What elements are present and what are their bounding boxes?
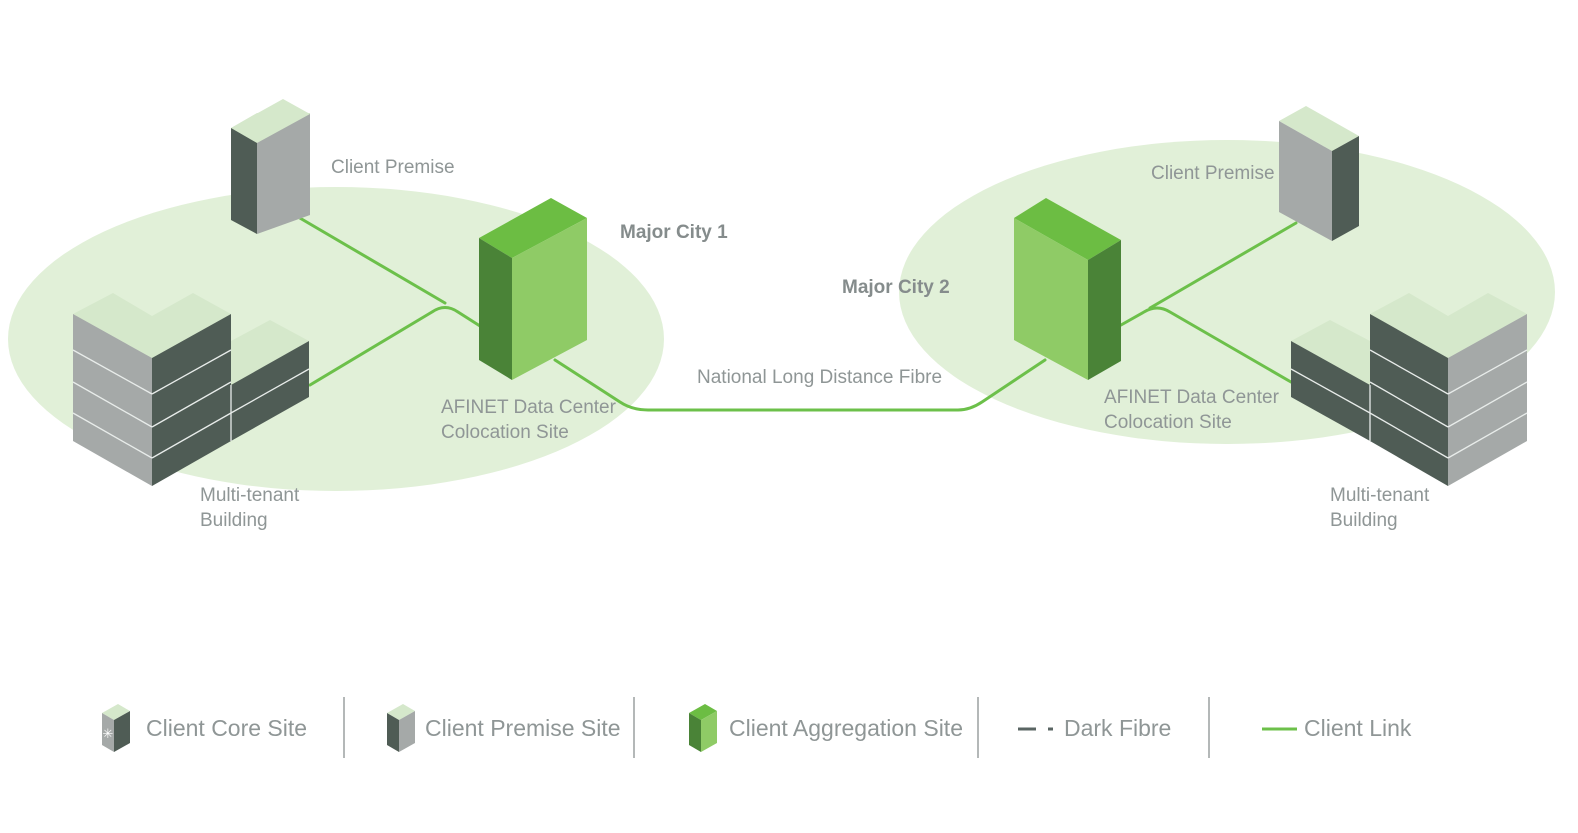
city-2-datacenter-label-line-2: Colocation Site: [1104, 412, 1232, 433]
legend-dark-fibre-label: Dark Fibre: [1064, 715, 1171, 741]
legend-client-core-site-label: Client Core Site: [146, 715, 307, 741]
city-1-datacenter-label-line-2: Colocation Site: [441, 422, 569, 443]
city-1-client-premise-label: Client Premise: [331, 157, 455, 178]
backbone-label: National Long Distance Fibre: [697, 367, 942, 388]
city-2-building-label-line-2: Building: [1330, 510, 1398, 531]
link-premise-2: [1148, 221, 1298, 310]
client-premise-site-1: [231, 99, 310, 234]
city-1-building-label-line-1: Multi-tenant: [200, 485, 300, 506]
legend-client-premise-site-label: Client Premise Site: [425, 715, 621, 741]
legend-client-link-label: Client Link: [1304, 715, 1412, 741]
city-1-name: Major City 1: [620, 222, 728, 243]
multi-tenant-building-1: [72, 293, 310, 486]
city-2-name: Major City 2: [842, 277, 950, 298]
city-1-building-label-line-2: Building: [200, 510, 268, 531]
client-aggregation-site-2: [1014, 198, 1121, 380]
client-links: [291, 212, 1298, 412]
legend: ✳ Client Core Site Client Premise Site C…: [102, 697, 1412, 758]
client-premise-site-2: [1279, 106, 1359, 241]
client-premise-site-icon: [387, 704, 415, 752]
svg-text:✳: ✳: [103, 726, 114, 741]
link-building-1: [308, 306, 482, 387]
city-1-datacenter-label-line-1: AFINET Data Center: [441, 397, 617, 418]
link-backbone: [553, 358, 1047, 412]
client-aggregation-site-icon: [689, 704, 717, 752]
city-2-datacenter-label-line-1: AFINET Data Center: [1104, 387, 1280, 408]
link-building-2: [1119, 306, 1293, 384]
link-premise-1: [291, 212, 447, 305]
city-2-building-label-line-1: Multi-tenant: [1330, 485, 1430, 506]
legend-client-aggregation-site-label: Client Aggregation Site: [729, 715, 963, 741]
city-2-client-premise-label: Client Premise: [1151, 163, 1275, 184]
client-core-site-icon: ✳: [102, 704, 130, 752]
client-aggregation-site-1: [479, 198, 587, 380]
multi-tenant-building-2: [1290, 293, 1528, 486]
